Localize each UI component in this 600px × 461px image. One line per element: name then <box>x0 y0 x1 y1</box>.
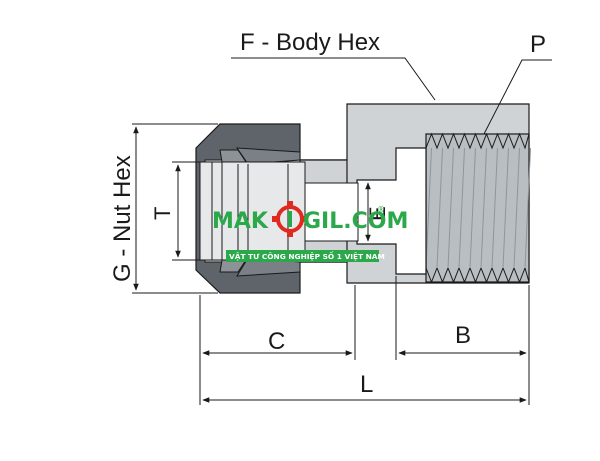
tagline: VẬT TƯ CÔNG NGHIỆP SỐ 1 VIỆT NAM <box>229 251 385 261</box>
tube-od-label: T <box>150 207 175 220</box>
brand-left: MAK <box>212 209 269 234</box>
port-label: P <box>530 31 546 58</box>
brand-right: GIL.COM <box>303 209 408 234</box>
dim-c-label: C <box>268 328 285 355</box>
watermark-logo: MAK GIL.COM ® VẬT TƯ CÔNG NGHIỆP SỐ 1 VI… <box>212 201 408 262</box>
gear-icon <box>272 201 308 237</box>
bore-label: E <box>365 206 390 221</box>
thread-line <box>458 147 465 269</box>
dim-b-label: B <box>455 322 471 349</box>
registered-mark: ® <box>377 205 385 214</box>
thread-teeth-top <box>425 132 530 150</box>
thread-line <box>491 147 498 269</box>
thread-line <box>480 147 487 269</box>
thread-region <box>425 133 530 283</box>
thread-pattern <box>425 132 531 284</box>
dim-l-label: L <box>360 371 373 398</box>
inner-bore <box>356 147 427 275</box>
thread-line <box>469 147 476 269</box>
thread-line <box>447 147 454 269</box>
thread-line <box>436 147 443 269</box>
body-hex-label: F - Body Hex <box>240 29 380 56</box>
thread-line <box>513 147 520 269</box>
thread-line <box>502 147 509 269</box>
thread-line <box>425 147 432 269</box>
tagline-bar <box>226 250 379 262</box>
thread-line <box>524 147 531 269</box>
nut-hex-label: G - Nut Hex <box>109 155 136 282</box>
